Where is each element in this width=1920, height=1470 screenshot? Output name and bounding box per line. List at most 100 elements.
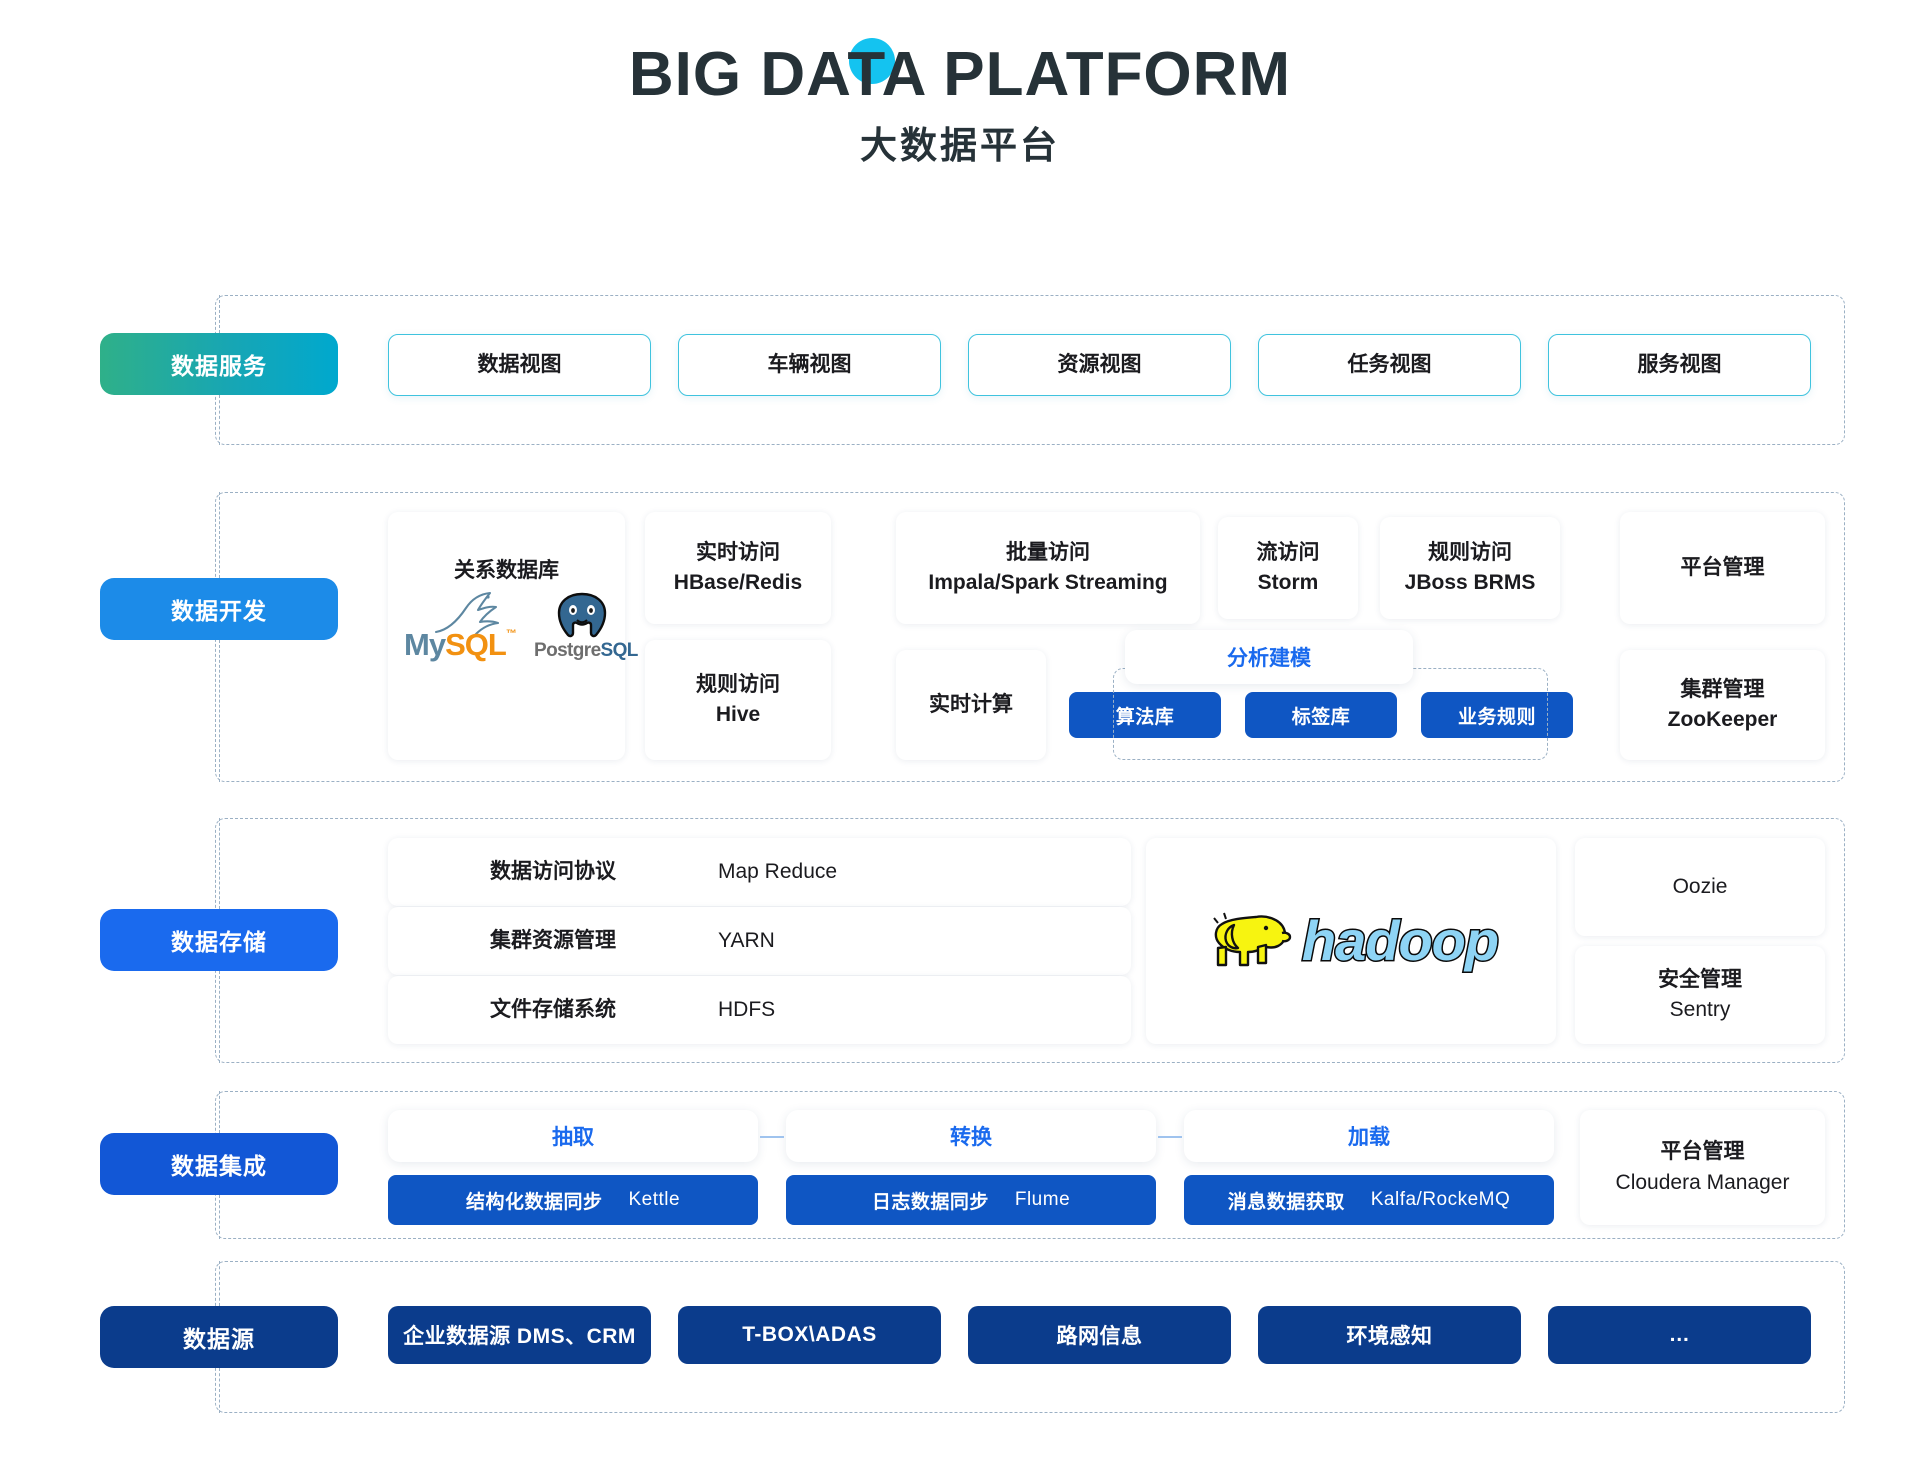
layer-label-data-integration[interactable]: 数据集成 [100,1133,338,1195]
analysis-modeling-label: 分析建模 [1227,647,1311,670]
layer-label-text: 数据源 [183,1326,255,1352]
card-vehicle-view[interactable]: 车辆视图 [678,334,941,396]
stage-title-extract: 抽取 [388,1110,758,1162]
pill-road-network[interactable]: 路网信息 [968,1306,1231,1364]
card-resource-view[interactable]: 资源视图 [968,334,1231,396]
pill-message-fetch[interactable]: 消息数据获取 Kalfa/RockeMQ [1184,1175,1554,1225]
pill-log-sync[interactable]: 日志数据同步 Flume [786,1175,1156,1225]
title-main: BIG DATA PLATFORM [628,38,1292,109]
card-label: 任务视图 [1347,352,1432,376]
card-cloudera-manager[interactable]: 平台管理 Cloudera Manager [1580,1110,1825,1225]
layer-label-text: 数据开发 [171,598,267,624]
analysis-modeling-title: 分析建模 [1125,630,1413,684]
card-title: 规则访问 [696,672,780,696]
card-realtime-access[interactable]: 实时访问 HBase/Redis [645,512,831,624]
page-title: BIG DATA PLATFORM 大数据平台 [0,0,1920,169]
stage-connector-1 [760,1136,784,1138]
stage-connector-2 [1158,1136,1182,1138]
postgresql-logo-icon: PostgreSQL [534,592,638,660]
pill-enterprise-source[interactable]: 企业数据源 DMS、CRM [388,1306,651,1364]
card-title: 批量访问 [1006,540,1090,564]
pill-structured-sync[interactable]: 结构化数据同步 Kettle [388,1175,758,1225]
card-hadoop[interactable]: hadoop [1146,838,1556,1044]
row-name: 集群资源管理 [490,928,616,952]
card-cluster-management[interactable]: 集群管理 ZooKeeper [1620,650,1825,760]
card-service-view[interactable]: 服务视图 [1548,334,1811,396]
pill-label: … [1668,1323,1691,1346]
title-sub: 大数据平台 [860,125,1060,167]
card-task-view[interactable]: 任务视图 [1258,334,1521,396]
card-stream-access[interactable]: 流访问 Storm [1218,517,1358,619]
connector-line-integ-bottom [219,1195,220,1239]
card-realtime-compute[interactable]: 实时计算 [896,650,1046,760]
pill-tool: Flume [1014,1189,1071,1210]
storage-row-file-system[interactable]: 文件存储系统 HDFS [388,976,1131,1044]
connector-line-storage-top [219,818,220,909]
card-subtitle: ZooKeeper [1667,708,1778,731]
pill-label: 企业数据源 DMS、CRM [403,1325,636,1348]
storage-row-access-protocol[interactable]: 数据访问协议 Map Reduce [388,838,1131,906]
pill-label: 业务规则 [1457,706,1536,728]
connector-line-service-bottom [219,395,220,445]
card-label: 资源视图 [1057,352,1142,376]
stage-label: 加载 [1348,1126,1390,1149]
pill-label: 标签库 [1291,706,1351,728]
pill-label: 算法库 [1115,706,1175,728]
layer-label-data-source[interactable]: 数据源 [100,1306,338,1368]
row-value: Map Reduce [718,859,838,883]
pill-label: 结构化数据同步 [465,1191,603,1213]
card-rule-access-jboss[interactable]: 规则访问 JBoss BRMS [1380,517,1560,619]
row-value: YARN [718,928,775,952]
card-security-sentry[interactable]: 安全管理 Sentry [1575,946,1825,1044]
card-title: 关系数据库 [454,559,559,582]
pill-more[interactable]: … [1548,1306,1811,1364]
row-name: 文件存储系统 [490,997,616,1021]
layer-label-text: 数据集成 [171,1153,267,1179]
pill-tag-library[interactable]: 标签库 [1245,692,1397,738]
card-relational-database[interactable]: 关系数据库 MySQL™ Postgre [388,512,638,760]
connector-line-storage-bottom [219,971,220,1063]
layer-label-data-service[interactable]: 数据服务 [100,333,338,395]
pill-environment-sensing[interactable]: 环境感知 [1258,1306,1521,1364]
pill-algorithm-library[interactable]: 算法库 [1069,692,1221,738]
layer-label-data-storage[interactable]: 数据存储 [100,909,338,971]
layer-label-data-development[interactable]: 数据开发 [100,578,338,640]
hadoop-wordmark: hadoop [1300,909,1500,972]
card-label: 数据视图 [477,352,562,376]
title-accent-dot-icon [848,38,895,84]
pill-tool: Kettle [628,1189,681,1210]
title-main-before: BIG DA [628,40,848,109]
connector-line-service-top [219,295,220,333]
connector-line-integ-top [219,1091,220,1133]
storage-row-cluster-resource[interactable]: 集群资源管理 YARN [388,907,1131,975]
card-title: 流访问 [1256,540,1320,564]
connector-line-source-bottom [219,1368,220,1413]
card-rule-access-hive[interactable]: 规则访问 Hive [645,640,831,760]
stage-title-transform: 转换 [786,1110,1156,1162]
card-label: 车辆视图 [767,352,852,376]
layer-label-text: 数据服务 [171,353,267,379]
card-subtitle: Storm [1257,571,1319,594]
card-title: 安全管理 [1658,967,1742,991]
pill-label: 日志数据同步 [871,1191,989,1213]
pill-tbox-adas[interactable]: T-BOX\ADAS [678,1306,941,1364]
row-value: HDFS [718,997,776,1021]
card-batch-access[interactable]: 批量访问 Impala/Spark Streaming [896,512,1200,624]
mysql-logo-icon: MySQL™ [404,591,517,660]
card-platform-management[interactable]: 平台管理 [1620,512,1825,624]
card-oozie[interactable]: Oozie [1575,838,1825,936]
card-data-view[interactable]: 数据视图 [388,334,651,396]
card-title: 集群管理 [1680,677,1765,701]
pill-label: 消息数据获取 [1227,1191,1345,1213]
pill-label: 路网信息 [1056,1325,1143,1348]
hadoop-logo-icon: hadoop [1204,903,1501,979]
pill-label: 环境感知 [1346,1325,1433,1348]
title-main-t: T [847,40,882,109]
pill-tool: Kalfa/RockeMQ [1370,1189,1511,1210]
pill-label: T-BOX\ADAS [742,1323,877,1346]
rdbms-logos: MySQL™ PostgreSQL [404,591,638,660]
card-subtitle: Hive [715,703,761,726]
card-subtitle: HBase/Redis [673,571,803,594]
title-main-after: A PLATFORM [881,40,1292,109]
